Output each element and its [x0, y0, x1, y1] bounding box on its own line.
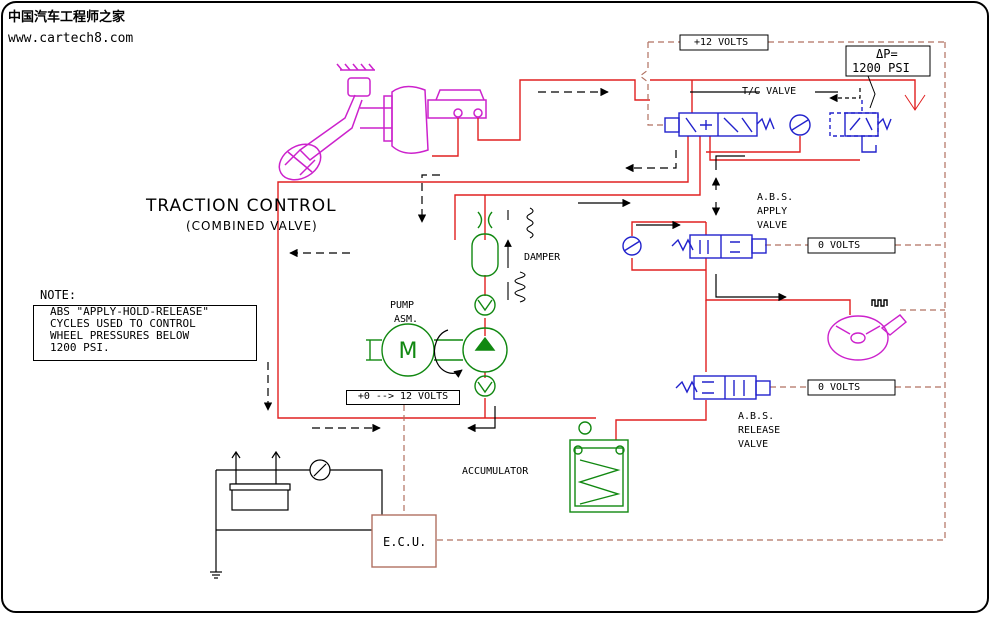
title-main: TRACTION CONTROL	[146, 196, 337, 216]
plus12-label: +12 VOLTS	[694, 37, 749, 48]
motor-symbol: M	[399, 339, 418, 364]
watermark-url: www.cartech8.com	[8, 31, 134, 46]
flow-arrows	[263, 87, 861, 433]
wheel-speed-sensor	[827, 299, 907, 361]
delta-p-label-2: 1200 PSI	[852, 61, 910, 75]
flow-end-arrow	[904, 94, 926, 111]
tc-valve	[664, 100, 892, 153]
battery-circuit	[210, 450, 383, 579]
abs-apply-valve	[622, 234, 767, 259]
ecu-label: E.C.U.	[383, 535, 427, 549]
abs-release-label-3: VALVE	[738, 439, 769, 450]
delta-p-box	[845, 45, 931, 77]
rotation-arrow	[433, 329, 463, 378]
note-line: CYCLES USED TO CONTROL	[50, 317, 196, 330]
pump-label-2: ASM.	[394, 314, 419, 325]
release-volts-box	[807, 379, 896, 396]
release-volts-label: 0 VOLTS	[818, 382, 861, 393]
abs-release-label-1: A.B.S.	[738, 411, 775, 422]
electrical-wiring	[403, 41, 946, 541]
hydraulic-lines	[277, 79, 916, 440]
accumulator-label: ACCUMULATOR	[462, 466, 529, 477]
plus12-box	[679, 34, 769, 51]
delta-p-label-1: ΔP=	[876, 47, 898, 61]
apply-volts-box	[807, 237, 896, 254]
abs-release-valve	[675, 375, 771, 400]
damper-wave-icons	[504, 207, 534, 303]
pump-label-1: PUMP	[390, 300, 415, 311]
apply-volts-label: 0 VOLTS	[818, 240, 861, 251]
motor-volts-label: +0 --> 12 VOLTS	[346, 390, 460, 405]
brake-pedal-assembly	[278, 63, 487, 181]
note-line: 1200 PSI.	[50, 341, 110, 354]
note-box: ABS "APPLY-HOLD-RELEASE" CYCLES USED TO …	[33, 305, 257, 361]
note-line: WHEEL PRESSURES BELOW	[50, 329, 190, 342]
ecu-box	[371, 514, 437, 568]
abs-apply-label-1: A.B.S.	[757, 192, 794, 203]
title-sub: (COMBINED VALVE)	[186, 219, 318, 233]
tc-valve-label: T/C VALVE	[742, 86, 797, 97]
abs-apply-label-3: VALVE	[757, 220, 788, 231]
note-heading: NOTE:	[40, 288, 77, 302]
delta-p-leader	[867, 75, 876, 109]
abs-release-label-2: RELEASE	[738, 425, 781, 436]
abs-apply-label-2: APPLY	[757, 206, 788, 217]
damper-label: DAMPER	[524, 252, 561, 263]
watermark-chinese: 中国汽车工程师之家	[8, 10, 126, 25]
note-line: ABS "APPLY-HOLD-RELEASE"	[50, 305, 209, 318]
